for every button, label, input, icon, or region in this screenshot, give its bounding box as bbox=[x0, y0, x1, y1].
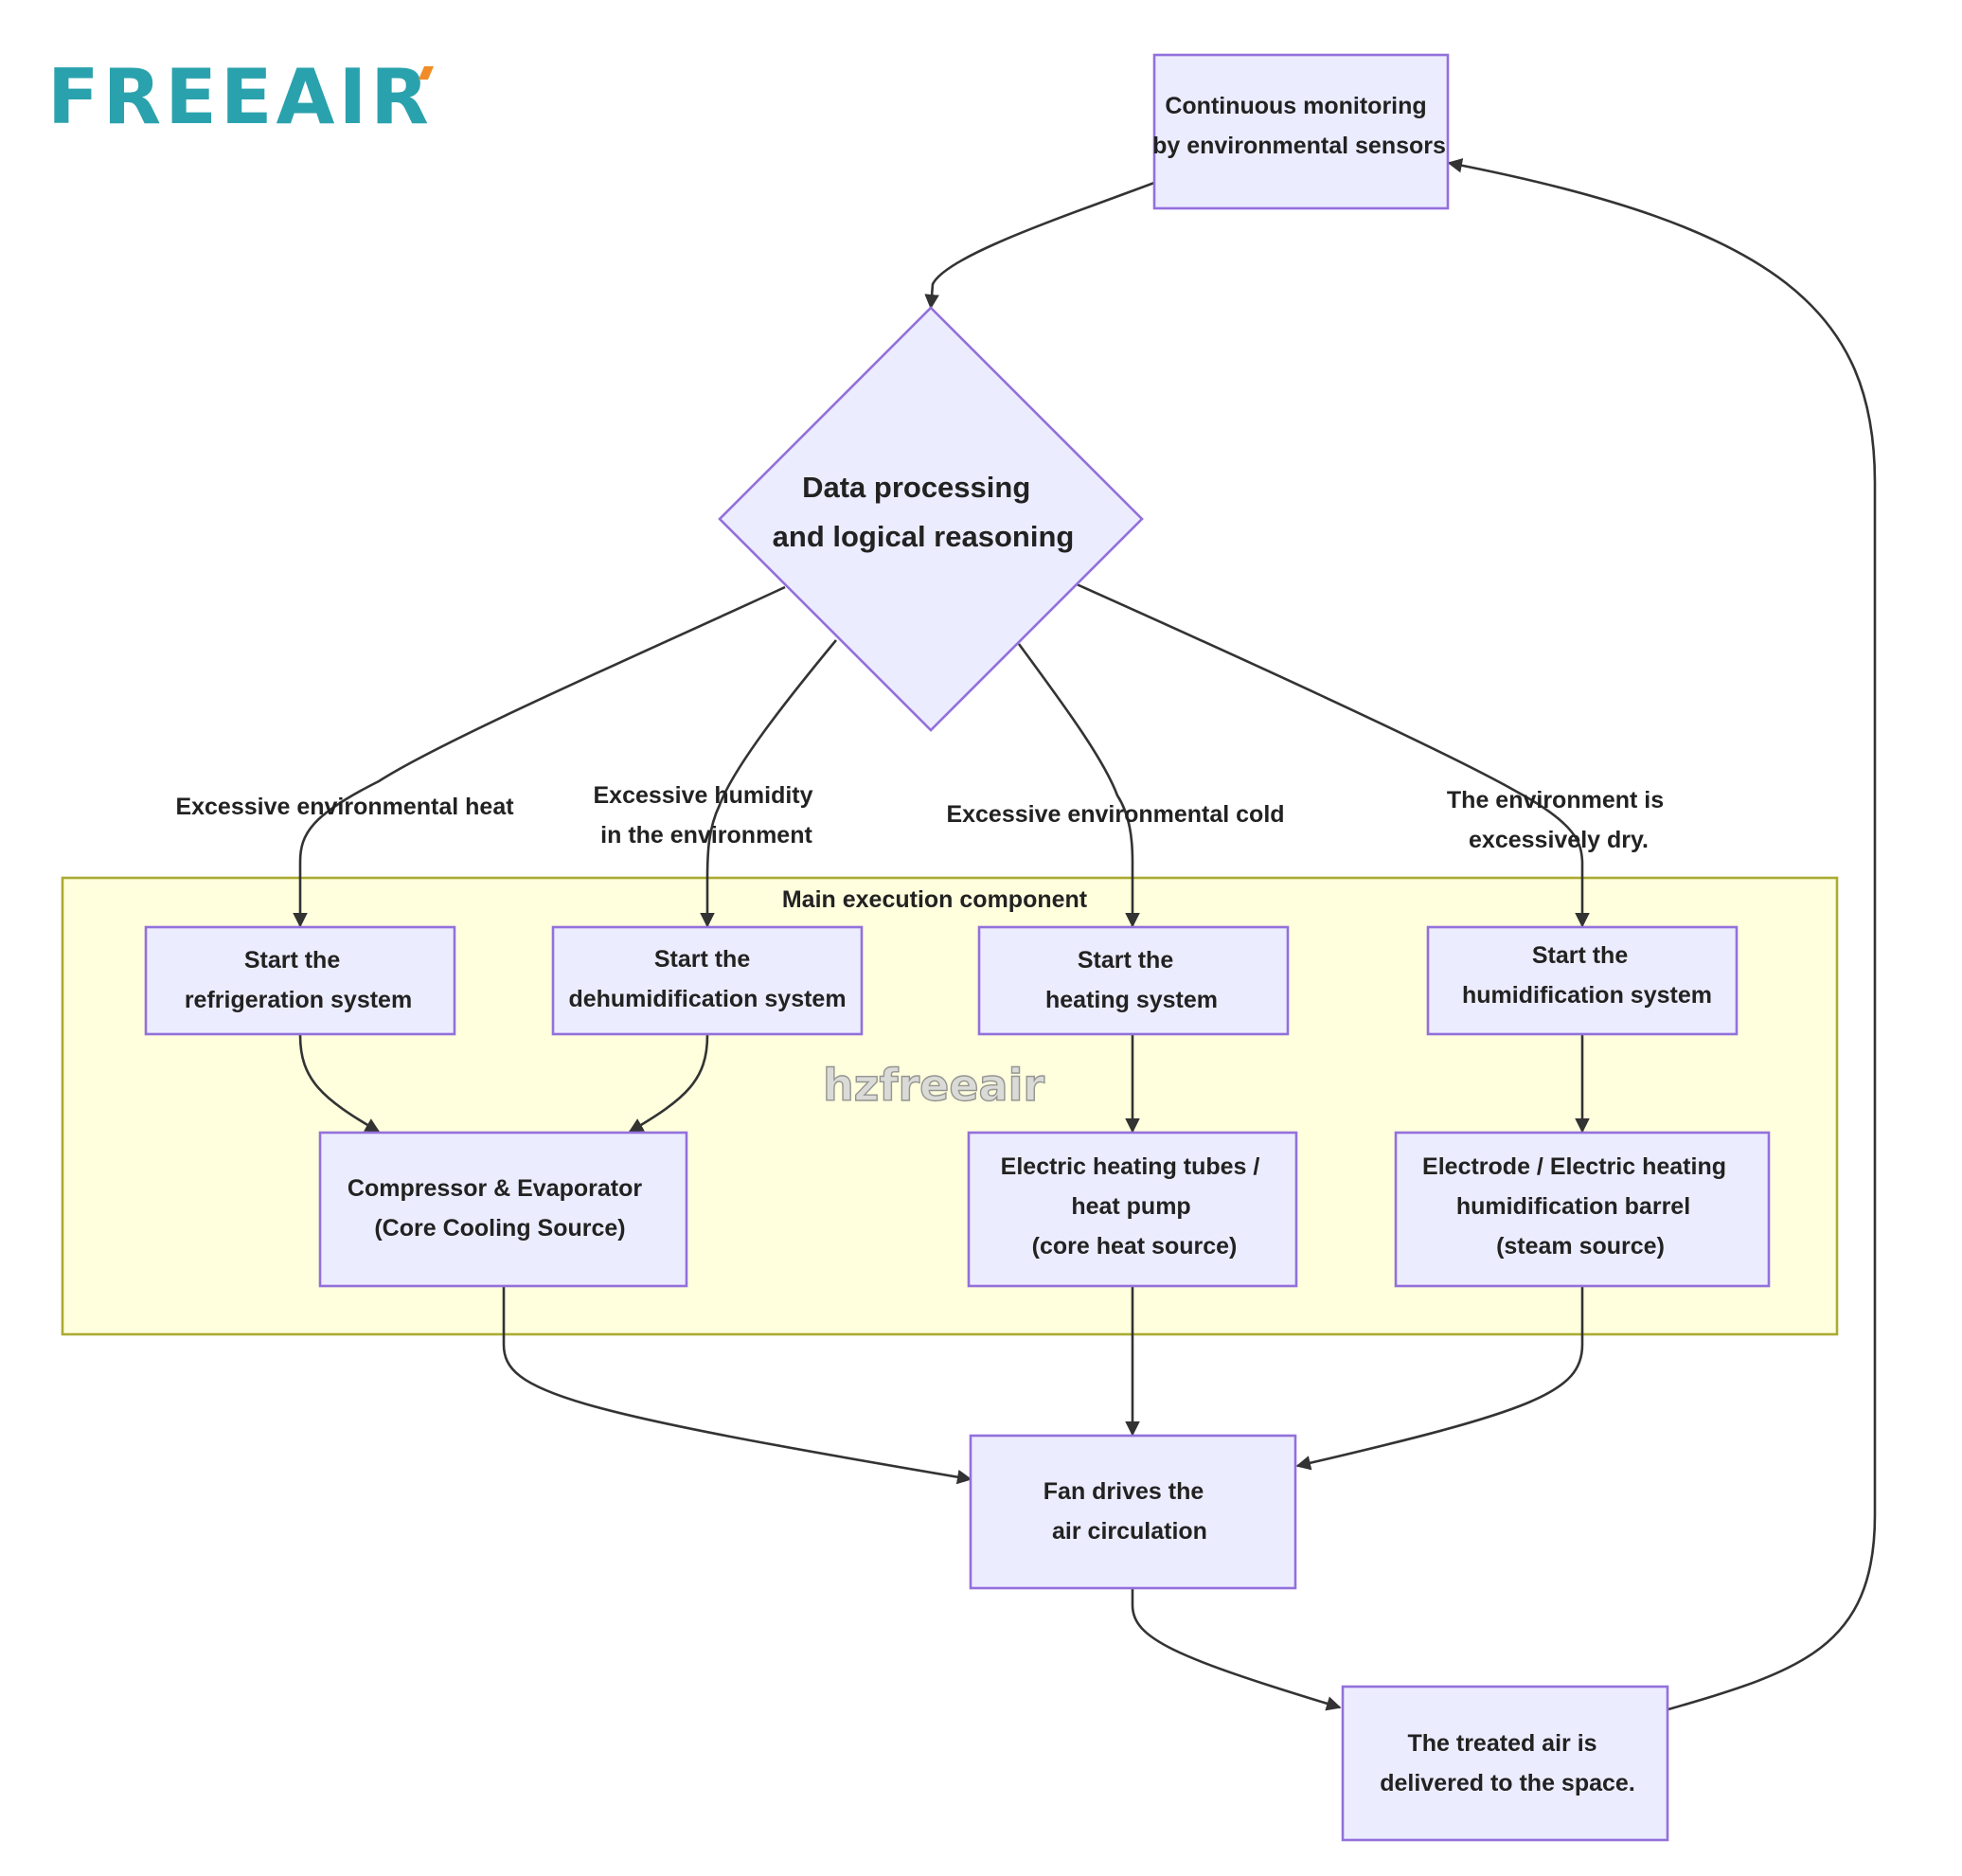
node-compressor-label: Compressor & Evaporator (Core Cooling So… bbox=[348, 1175, 649, 1242]
edge-refrig-to-compressor bbox=[298, 1034, 381, 1134]
node-delivery-label: The treated air is delivered to the spac… bbox=[1380, 1730, 1635, 1796]
node-electrode-label: Electrode / Electric heating humidificat… bbox=[1422, 1153, 1733, 1260]
edge-decision-to-dehumid bbox=[700, 639, 838, 928]
edge-fan-to-delivery bbox=[1131, 1589, 1342, 1711]
node-dehumidification-box bbox=[551, 925, 864, 1036]
edge-decision-to-humid bbox=[1076, 582, 1590, 928]
node-heater: Electric heating tubes / heat pump (core… bbox=[967, 1131, 1298, 1288]
edges bbox=[293, 158, 1877, 1711]
node-monitor: Continuous monitoring by environmental s… bbox=[1152, 53, 1450, 210]
edge-label-humidity: Excessive humidity in the environment bbox=[593, 782, 819, 849]
node-monitor-label: Continuous monitoring by environmental s… bbox=[1152, 93, 1446, 159]
logo-accent-mark bbox=[419, 66, 434, 80]
edge-label-dry: The environment is excessively dry. bbox=[1447, 787, 1670, 853]
node-fan: Fan drives the air circulation bbox=[969, 1434, 1297, 1590]
edge-label-heat: Excessive environmental heat bbox=[175, 794, 514, 820]
node-electrode: Electrode / Electric heating humidificat… bbox=[1394, 1131, 1771, 1288]
edge-label-cold: Excessive environmental cold bbox=[946, 801, 1284, 828]
node-humidification: Start the humidification system bbox=[1426, 925, 1739, 1036]
node-decision-diamond bbox=[718, 306, 1144, 732]
node-heating-box bbox=[977, 925, 1290, 1036]
edge-electrode-to-fan bbox=[1295, 1286, 1584, 1471]
node-humidification-box bbox=[1426, 925, 1739, 1036]
node-heating: Start the heating system bbox=[977, 925, 1290, 1036]
edge-compressor-to-fan bbox=[502, 1286, 972, 1485]
freeair-logo: FREEAIR bbox=[47, 53, 434, 141]
edge-decision-to-heating bbox=[1017, 643, 1140, 928]
node-refrigeration-box bbox=[144, 925, 456, 1036]
node-compressor-box bbox=[318, 1131, 688, 1288]
edge-labels: Excessive environmental heat Excessive h… bbox=[175, 782, 1670, 853]
edge-dehumid-to-compressor bbox=[628, 1034, 709, 1134]
node-compressor: Compressor & Evaporator (Core Cooling So… bbox=[318, 1131, 688, 1288]
node-decision: Data processing and logical reasoning bbox=[718, 306, 1144, 732]
edge-monitor-to-decision bbox=[924, 181, 1155, 310]
watermark: hzfreeair bbox=[823, 1060, 1044, 1111]
node-heating-label: Start the heating system bbox=[1045, 947, 1218, 1013]
node-refrigeration: Start the refrigeration system bbox=[144, 925, 456, 1036]
edge-decision-to-refrig bbox=[293, 585, 786, 928]
edge-delivery-to-monitor bbox=[1447, 158, 1877, 1711]
node-delivery: The treated air is delivered to the spac… bbox=[1341, 1685, 1669, 1842]
cluster-label: Main execution component bbox=[782, 886, 1088, 913]
logo-wordmark: FREEAIR bbox=[47, 53, 433, 141]
node-electrode-box bbox=[1394, 1131, 1771, 1288]
node-humidification-label: Start the humidification system bbox=[1462, 942, 1712, 1009]
node-refrigeration-label: Start the refrigeration system bbox=[185, 947, 412, 1013]
node-fan-label: Fan drives the air circulation bbox=[1043, 1478, 1210, 1545]
node-heater-label: Electric heating tubes / heat pump (core… bbox=[1001, 1153, 1267, 1260]
node-fan-box bbox=[969, 1434, 1297, 1590]
node-dehumidification-label: Start the dehumidification system bbox=[568, 946, 846, 1012]
node-dehumidification: Start the dehumidification system bbox=[551, 925, 864, 1036]
node-monitor-box bbox=[1152, 53, 1450, 210]
node-heater-box bbox=[967, 1131, 1298, 1288]
node-delivery-box bbox=[1341, 1685, 1669, 1842]
node-decision-label: Data processing and logical reasoning bbox=[773, 471, 1075, 553]
